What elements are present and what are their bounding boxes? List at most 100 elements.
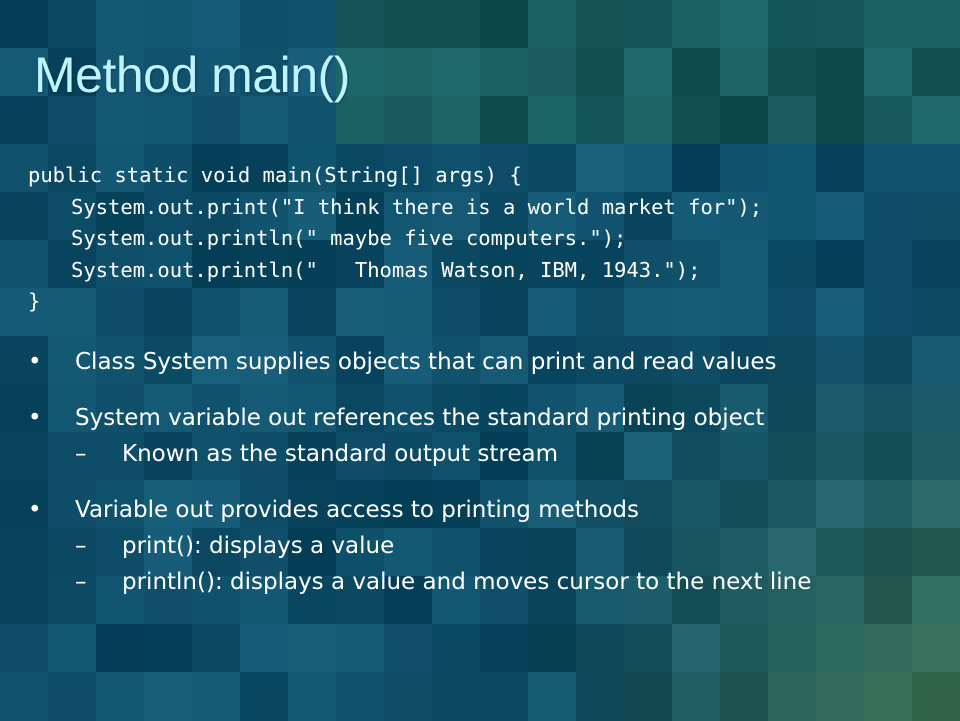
- background-tile: [336, 384, 385, 433]
- background-tile: [528, 336, 577, 385]
- background-tile: [240, 576, 289, 625]
- background-tile: [48, 96, 97, 145]
- background-tile: [576, 528, 625, 577]
- background-tile: [432, 336, 481, 385]
- background-tile: [480, 144, 529, 193]
- background-tile: [48, 240, 97, 289]
- background-tile: [480, 384, 529, 433]
- background-tile: [336, 48, 385, 97]
- background-tile: [192, 48, 241, 97]
- background-tile: [96, 480, 145, 529]
- background-tile: [96, 144, 145, 193]
- background-tile: [720, 480, 769, 529]
- background-tile: [240, 528, 289, 577]
- background-tile: [432, 432, 481, 481]
- background-tile: [0, 144, 49, 193]
- background-tile: [576, 288, 625, 337]
- background-tile: [144, 336, 193, 385]
- background-tile: [192, 624, 241, 673]
- background-tile: [768, 288, 817, 337]
- background-tile: [672, 624, 721, 673]
- background-tile: [432, 576, 481, 625]
- background-tile: [528, 48, 577, 97]
- background-tile: [240, 384, 289, 433]
- background-tile: [48, 288, 97, 337]
- background-tile: [720, 528, 769, 577]
- background-tile: [528, 288, 577, 337]
- background-tile: [384, 576, 433, 625]
- background-tile: [288, 0, 337, 49]
- background-tile: [480, 480, 529, 529]
- background-tile: [480, 576, 529, 625]
- background-tile: [576, 48, 625, 97]
- background-tile: [528, 192, 577, 241]
- background-tile: [240, 432, 289, 481]
- background-tile: [48, 0, 97, 49]
- background-tile: [48, 192, 97, 241]
- background-tile: [864, 0, 913, 49]
- background-tile: [0, 432, 49, 481]
- background-tile: [672, 288, 721, 337]
- background-tile: [672, 144, 721, 193]
- background-tile: [864, 384, 913, 433]
- background-tile: [144, 48, 193, 97]
- background-tile: [864, 336, 913, 385]
- background-tile: [48, 48, 97, 97]
- background-tile: [288, 144, 337, 193]
- background-tile: [672, 576, 721, 625]
- background-tile: [96, 288, 145, 337]
- background-tile: [816, 240, 865, 289]
- background-tile: [96, 96, 145, 145]
- background-tile: [864, 144, 913, 193]
- background-tile: [384, 528, 433, 577]
- background-tile: [672, 48, 721, 97]
- background-tile: [720, 336, 769, 385]
- background-tile: [384, 480, 433, 529]
- background-tile: [192, 672, 241, 721]
- background-tile: [528, 96, 577, 145]
- sub-bullet-text: Known as the standard output stream: [122, 441, 558, 467]
- background-tile: [672, 192, 721, 241]
- bullet-item: • System variable out references the sta…: [28, 400, 948, 436]
- background-tile: [816, 0, 865, 49]
- background-tile: [624, 336, 673, 385]
- background-tile: [0, 576, 49, 625]
- background-tile: [432, 0, 481, 49]
- background-tile: [528, 576, 577, 625]
- background-tile: [720, 240, 769, 289]
- background-tile: [336, 288, 385, 337]
- background-tile: [720, 624, 769, 673]
- background-tile: [192, 480, 241, 529]
- background-tile: [240, 0, 289, 49]
- background-tile: [672, 0, 721, 49]
- background-tile: [480, 240, 529, 289]
- bullet-item: • Variable out provides access to printi…: [28, 492, 948, 528]
- background-tile: [768, 528, 817, 577]
- background-tile: [624, 288, 673, 337]
- background-tile: [192, 240, 241, 289]
- background-tile: [96, 240, 145, 289]
- background-tile: [624, 624, 673, 673]
- background-tile: [912, 480, 960, 529]
- background-tile: [144, 0, 193, 49]
- background-tile: [864, 240, 913, 289]
- background-tile: [528, 0, 577, 49]
- background-tile: [912, 432, 960, 481]
- background-tile: [240, 672, 289, 721]
- background-tile: [48, 672, 97, 721]
- background-tile: [912, 336, 960, 385]
- background-tile: [384, 672, 433, 721]
- background-tile: [432, 240, 481, 289]
- background-tile: [720, 384, 769, 433]
- background-tile: [816, 432, 865, 481]
- background-tile: [624, 576, 673, 625]
- background-tile: [672, 528, 721, 577]
- background-tile: [0, 48, 49, 97]
- background-tile: [288, 48, 337, 97]
- background-tile: [528, 432, 577, 481]
- background-tile: [288, 240, 337, 289]
- background-tile: [624, 432, 673, 481]
- background-tile: [480, 0, 529, 49]
- background-tile: [864, 480, 913, 529]
- background-tile: [912, 576, 960, 625]
